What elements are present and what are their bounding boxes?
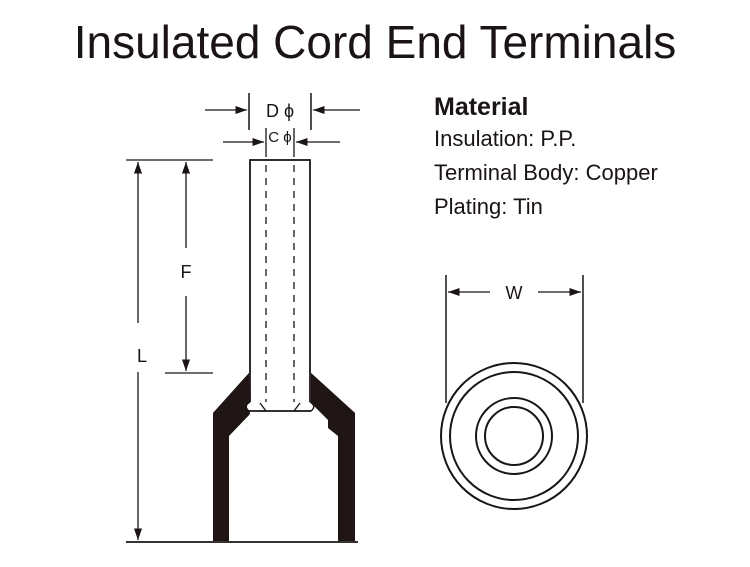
pin-length-dimension: F — [181, 162, 192, 371]
terminal-pin — [249, 159, 311, 411]
pin-length-label: F — [181, 262, 192, 282]
material-plating: Plating: Tin — [434, 194, 543, 219]
material-spec-block: Material Insulation: P.P. Terminal Body:… — [434, 92, 658, 224]
total-length-label: L — [137, 346, 147, 366]
outer-diameter-dimension: D ϕ — [205, 93, 360, 130]
inner-ring — [475, 397, 553, 475]
width-label: W — [506, 283, 523, 303]
insulation-sleeve — [213, 373, 355, 541]
bore-hole — [484, 406, 544, 466]
outer-diameter-label: D ϕ — [266, 101, 294, 121]
side-view: D ϕ C ϕ — [126, 93, 360, 543]
material-terminal-body: Terminal Body: Copper — [434, 160, 658, 185]
diagram-title: Insulated Cord End Terminals — [73, 16, 677, 68]
total-length-dimension: L — [133, 162, 147, 540]
width-dimension: W — [448, 283, 581, 303]
material-insulation: Insulation: P.P. — [434, 126, 577, 151]
material-heading: Material — [434, 93, 529, 121]
inner-diameter-dimension: C ϕ — [223, 128, 340, 157]
outer-ring — [440, 362, 588, 510]
inner-diameter-label: C ϕ — [268, 129, 291, 146]
end-view: W — [440, 275, 588, 510]
